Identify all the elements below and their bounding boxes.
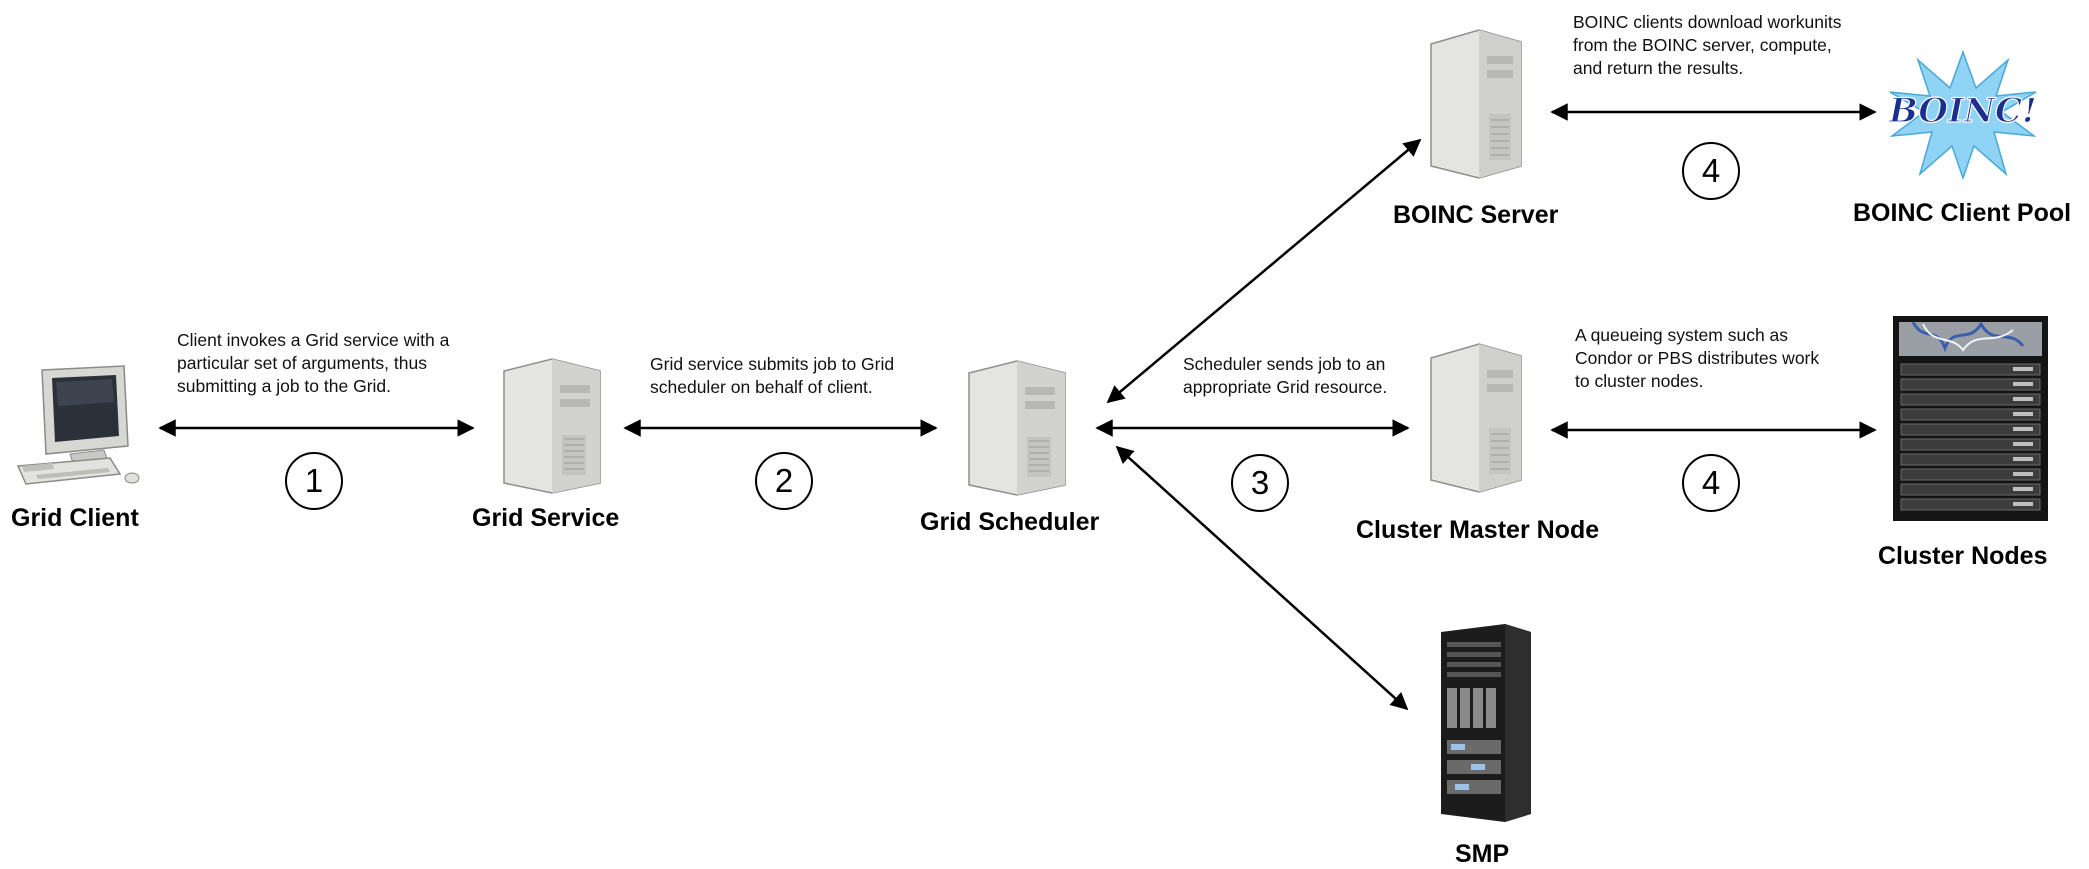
server-tower-icon bbox=[968, 360, 1066, 496]
arrow-scheduler-smp bbox=[1115, 445, 1409, 711]
arrow-scheduler-boinc-server bbox=[1106, 138, 1422, 404]
step-3-marker: 3 bbox=[1231, 454, 1289, 512]
step-4-marker-boinc: 4 bbox=[1682, 142, 1740, 200]
note-scheduler-sends: Scheduler sends job to an appropriate Gr… bbox=[1183, 354, 1388, 397]
note-client-invokes: Client invokes a Grid service with a par… bbox=[177, 330, 450, 396]
grid-scheduler-label: Grid Scheduler bbox=[920, 508, 1100, 536]
boinc-client-pool-label: BOINC Client Pool bbox=[1853, 199, 2072, 227]
rack-server-icon bbox=[1441, 624, 1531, 822]
step-2-marker: 2 bbox=[755, 452, 813, 510]
boinc-logo-text: BOINC! bbox=[1888, 91, 2037, 131]
boinc-logo-icon: BOINC! bbox=[1888, 50, 2038, 180]
note-queueing-system: A queueing system such as Condor or PBS … bbox=[1575, 325, 1820, 391]
smp-label: SMP bbox=[1455, 840, 1510, 868]
server-tower-icon bbox=[1430, 343, 1522, 493]
cluster-master-node-label: Cluster Master Node bbox=[1356, 516, 1600, 544]
boinc-server-label: BOINC Server bbox=[1393, 201, 1559, 229]
note-boinc-download: BOINC clients download workunits from th… bbox=[1573, 12, 1842, 78]
step-1-marker: 1 bbox=[285, 452, 343, 510]
cluster-nodes-label: Cluster Nodes bbox=[1878, 542, 2048, 570]
server-rack-icon bbox=[1893, 316, 2048, 521]
step-4-marker-cluster: 4 bbox=[1682, 454, 1740, 512]
server-tower-icon bbox=[1430, 29, 1522, 179]
note-service-submits: Grid service submits job to Grid schedul… bbox=[650, 354, 895, 397]
server-tower-icon bbox=[503, 358, 601, 494]
grid-service-label: Grid Service bbox=[472, 504, 620, 532]
grid-client-label: Grid Client bbox=[11, 504, 139, 532]
desktop-computer-icon bbox=[16, 365, 140, 485]
